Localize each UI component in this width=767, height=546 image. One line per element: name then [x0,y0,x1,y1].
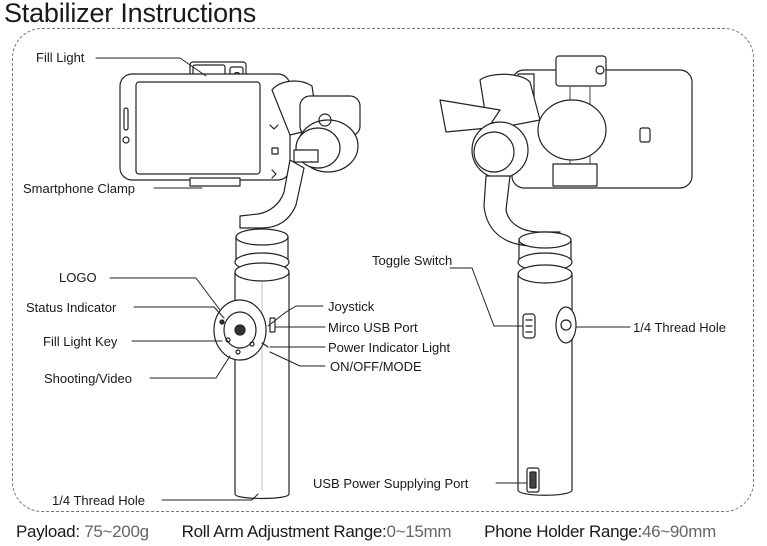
label-on-off-mode: ON/OFF/MODE [330,359,422,374]
roll-arm-value: 0~15mm [386,522,452,541]
payload-label: Payload: [16,522,80,541]
label-smartphone-clamp: Smartphone Clamp [23,181,135,196]
roll-arm-label: Roll Arm Adjustment Range: [181,522,387,541]
smartphone [119,73,291,181]
label-joystick: Joystick [328,299,375,314]
label-fill-light-key: Fill Light Key [43,334,118,349]
diagram-frame [12,28,754,512]
page-title: Stabilizer Instructions [4,0,257,28]
leader-lines [95,57,631,501]
clamp-bracket [189,177,241,187]
gimbal-motors [239,80,361,229]
label-logo: LOGO [59,270,97,285]
front-view-gimbal [119,61,361,500]
handle [234,228,290,500]
spec-bar: Payload: 75~200g Roll Arm Adjustment Ran… [16,522,716,542]
label-status-indicator: Status Indicator [26,300,117,315]
phone-holder-value: 46~90mm [641,522,716,541]
back-view-gimbal [439,55,693,496]
control-panel [213,299,276,361]
handle-back [517,231,577,496]
label-micro-usb-port: Mirco USB Port [328,320,418,335]
fill-light-back [555,55,607,87]
label-toggle-switch: Toggle Switch [372,253,453,268]
phone-holder-label: Phone Holder Range: [484,522,642,541]
payload-value: 75~200g [84,522,149,541]
label-thread-hole-side: 1/4 Thread Hole [633,320,726,335]
label-usb-power-port: USB Power Supplying Port [313,476,469,491]
label-power-indicator-light: Power Indicator Light [328,340,451,355]
label-shooting-video: Shooting/Video [44,371,132,386]
label-fill-light: Fill Light [36,50,85,65]
motors-back [439,73,607,247]
label-thread-hole-bottom: 1/4 Thread Hole [52,493,145,508]
